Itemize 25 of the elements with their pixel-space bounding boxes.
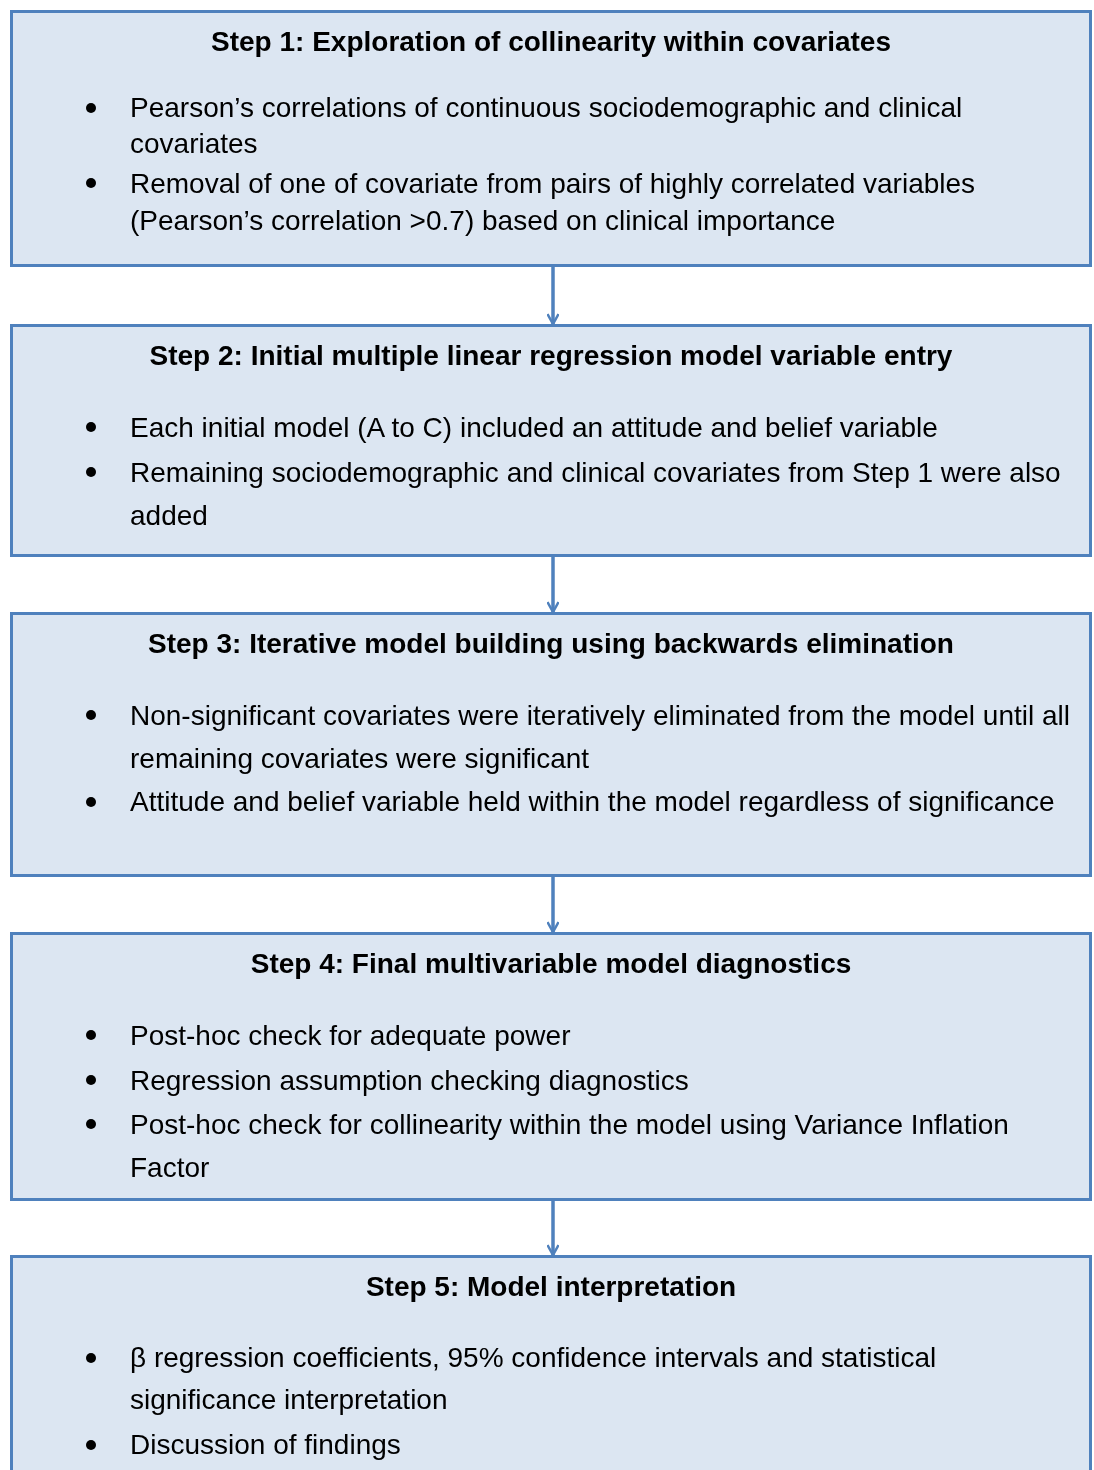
bullet-text: β regression coefficients, 95% confidence intervals and statistical significance interpretation: [130, 1341, 938, 1417]
bullet-text: Pearson’s correlations of continuous sociodemographic and clinical covariates: [130, 91, 964, 161]
bullet-text: Regression assumption checking diagnostics: [130, 1063, 690, 1098]
step-heading: Step 4: Final multivariable model diagnostics: [249, 947, 853, 981]
bullet-text: Post-hoc check for adequate power: [130, 1018, 572, 1053]
step-heading: Step 3: Iterative model building using backwards elimination: [147, 627, 955, 661]
step-heading: Step 5: Model interpretation: [364, 1270, 738, 1304]
arrow: [546, 557, 560, 614]
step-box: [10, 10, 1092, 267]
step-box: [10, 324, 1092, 557]
arrow: [546, 1201, 560, 1257]
step-box: [10, 932, 1092, 1201]
bullet-text: Post-hoc check for collinearity within the model using Variance Inflation Factor: [130, 1107, 1010, 1185]
bullet-text: Each initial model (A to C) included an attitude and belief variable: [130, 410, 939, 445]
arrow: [546, 267, 560, 326]
bullet-text: Non-significant covariates were iteratively eliminated from the model until all remaining covariates were significant: [130, 698, 1071, 776]
bullet-text: Attitude and belief variable held within the model regardless of significance: [130, 785, 1056, 819]
step-heading: Step 2: Initial multiple linear regression model variable entry: [148, 339, 954, 373]
arrow: [546, 877, 560, 934]
step-box: [10, 1255, 1092, 1470]
step-box: [10, 612, 1092, 877]
step-heading: Step 1: Exploration of collinearity within covariates: [210, 25, 892, 59]
bullet-text: Removal of one of covariate from pairs of highly correlated variables (Pearson’s correlation >0.7) based on clinical importance: [130, 166, 977, 238]
bullet-text: Remaining sociodemographic and clinical covariates from Step 1 were also added: [130, 455, 1062, 533]
bullet-text: Discussion of findings: [130, 1428, 402, 1462]
